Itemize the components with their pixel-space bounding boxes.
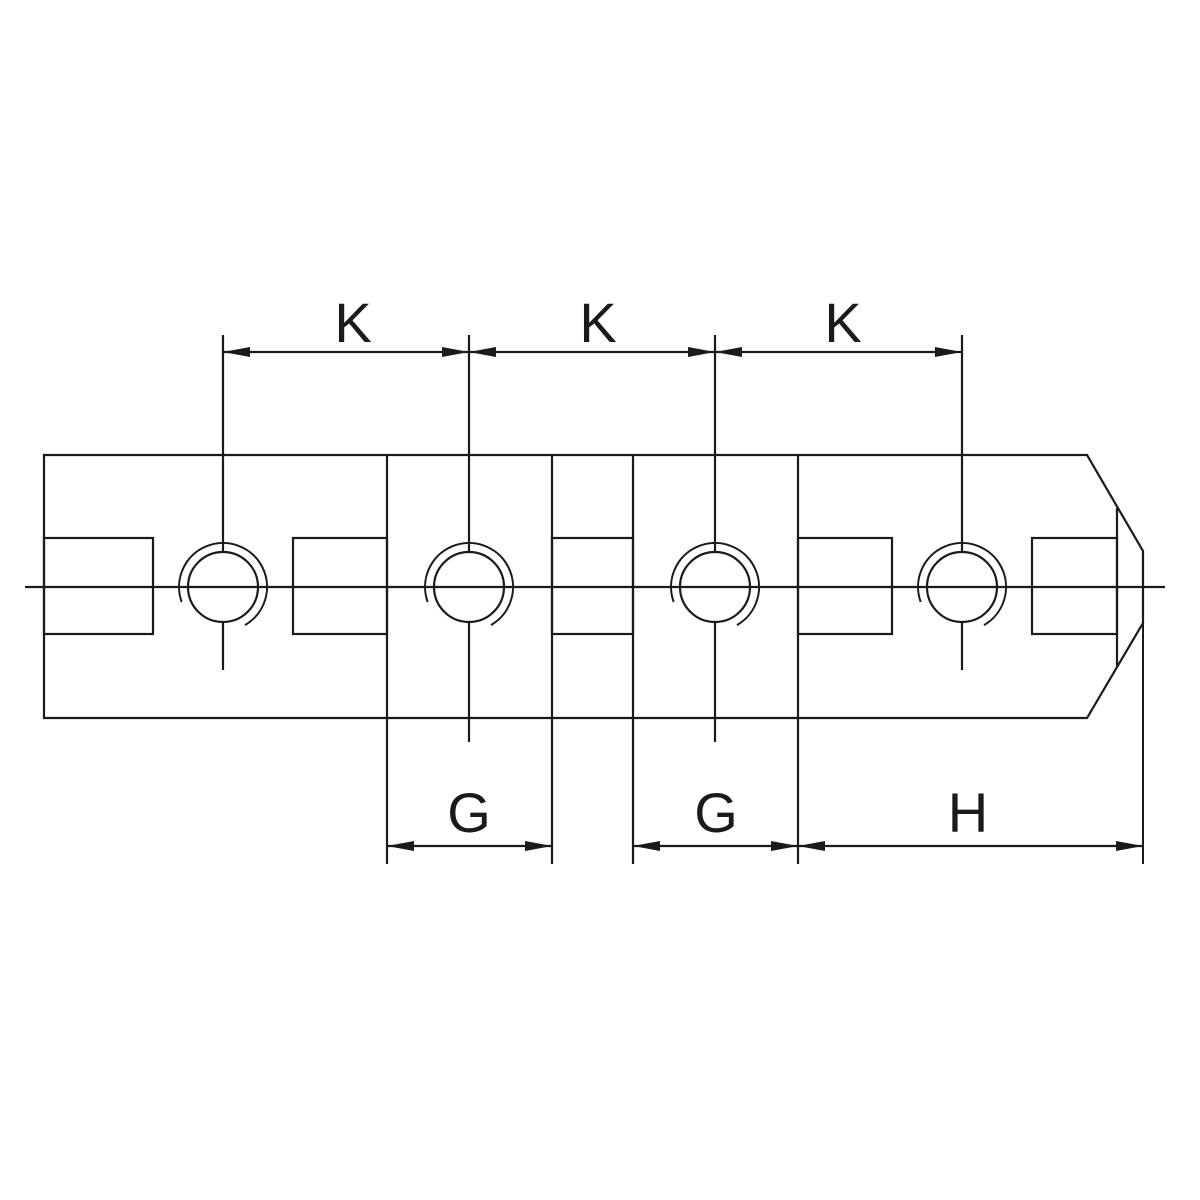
arrowhead: [688, 347, 715, 357]
arrowhead: [633, 841, 660, 851]
dimension-label-g: G: [694, 781, 738, 844]
arrowhead: [935, 347, 962, 357]
arrowhead: [1116, 841, 1143, 851]
arrowhead: [387, 841, 414, 851]
dimension-label-g: G: [447, 781, 491, 844]
dimension-label-k: K: [579, 291, 616, 354]
dimension-label-h: H: [948, 781, 988, 844]
arrowhead: [442, 347, 469, 357]
arrowhead: [223, 347, 250, 357]
thread-arc: [670, 542, 760, 626]
thread-arc: [917, 542, 1007, 626]
thread-arc: [424, 542, 514, 626]
dimension-label-k: K: [334, 291, 371, 354]
arrowhead: [798, 841, 825, 851]
arrowhead: [771, 841, 798, 851]
thread-arc: [178, 542, 268, 626]
arrowhead: [525, 841, 552, 851]
arrowhead: [469, 347, 496, 357]
dimension-label-k: K: [824, 291, 861, 354]
arrowhead: [715, 347, 742, 357]
